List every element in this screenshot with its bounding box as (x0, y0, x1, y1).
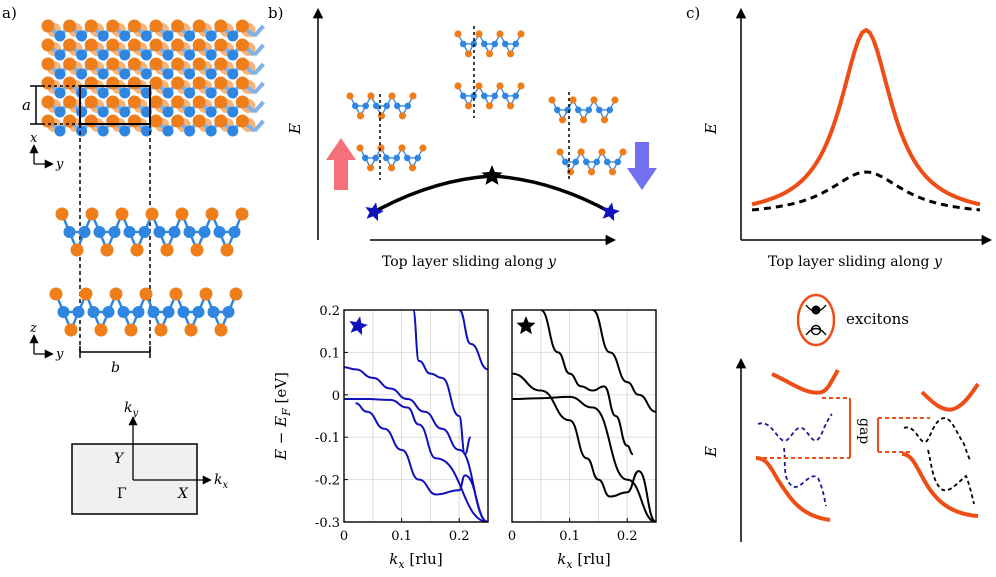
lattice-a-label: a (22, 96, 31, 114)
svg-text:z: z (29, 321, 37, 336)
band-ylabel: E − EF [eV] (272, 372, 293, 461)
svg-text:X: X (177, 486, 189, 502)
exciton-icon (796, 293, 836, 347)
blue-star-icon (365, 202, 384, 222)
energy-landscape-b: E Top layer sliding along y (286, 7, 657, 270)
energy-landscape-c: E Top layer sliding along y (702, 7, 993, 270)
band-energy-curve (751, 170, 981, 212)
y-tick-label: 0 (332, 389, 340, 404)
y-tick-label: -0.1 (315, 431, 340, 446)
x-tick-label: 0 (508, 529, 516, 544)
band-line (355, 402, 488, 522)
band-line (540, 310, 634, 456)
y-tick-label: -0.2 (315, 474, 340, 489)
band-line (412, 310, 472, 456)
band-gap-schematic: E gap (702, 357, 980, 542)
side-view-bilayer (49, 207, 249, 337)
exciton-label: excitons (846, 310, 909, 328)
panel-c-ylabel: E (702, 123, 720, 135)
panel-c-label: c) (686, 4, 700, 22)
band-line (512, 372, 656, 522)
band-line (512, 395, 656, 522)
panel-b-xlabel: Top layer sliding along y (382, 254, 557, 270)
unit-cell-rect (79, 85, 151, 125)
band-line (344, 366, 488, 522)
x-tick-label: 0 (340, 529, 348, 544)
panel-c-ylabel2: E (702, 446, 720, 458)
x-tick-label: 0.1 (559, 529, 580, 544)
y-tick-label: -0.3 (315, 516, 340, 531)
svg-text:Γ: Γ (117, 486, 127, 502)
x-tick-label: 0.1 (391, 529, 412, 544)
lattice-b-label: b (111, 360, 120, 376)
panel-b-ylabel: E (286, 123, 304, 135)
x-tick-label: 0.2 (617, 529, 638, 544)
x-tick-label: 0.2 (449, 529, 470, 544)
sliding-up-arrow-icon (326, 138, 356, 190)
band-xlabel: kx [rlu] (389, 550, 442, 571)
exciton-energy-curve (751, 27, 981, 207)
svg-text:ky: ky (124, 400, 138, 419)
top-view-axes: x y (29, 131, 64, 172)
band-line (592, 310, 656, 413)
band-xlabel: kx [rlu] (557, 550, 610, 571)
band-plot-black: 0 0.1 0.2 kx [rlu] (508, 309, 657, 571)
y-tick-label: 0.1 (319, 346, 340, 361)
stacking-structures (346, 26, 627, 180)
svg-text:y: y (55, 347, 64, 362)
sliding-down-arrow-icon (627, 142, 657, 190)
top-view-lattice (41, 19, 265, 137)
side-view-axes: z y (29, 321, 64, 362)
panel-c-xlabel: Top layer sliding along y (768, 254, 943, 270)
energy-profile-curve (373, 174, 611, 214)
svg-text:y: y (55, 157, 64, 172)
brillouin-zone: ky kx Y Γ X (71, 400, 228, 515)
blue-star-icon (349, 316, 368, 336)
band-line (458, 310, 488, 371)
gap-label: gap (856, 418, 872, 444)
band-line (344, 398, 488, 522)
black-star-icon (481, 165, 503, 185)
blue-star-icon (601, 202, 620, 222)
svg-text:kx: kx (214, 472, 228, 491)
band-plot-blue: 0 0.1 0.2 kx [rlu] 0.2 0.1 0 -0.1 -0.2 -0.3 E − EF… (272, 304, 489, 571)
panel-b-label: b) (268, 4, 283, 22)
svg-text:Y: Y (114, 451, 125, 467)
y-tick-label: 0.2 (319, 304, 340, 319)
svg-text:x: x (30, 131, 38, 146)
black-star-icon (516, 316, 536, 335)
panel-a-label: a) (2, 4, 17, 22)
